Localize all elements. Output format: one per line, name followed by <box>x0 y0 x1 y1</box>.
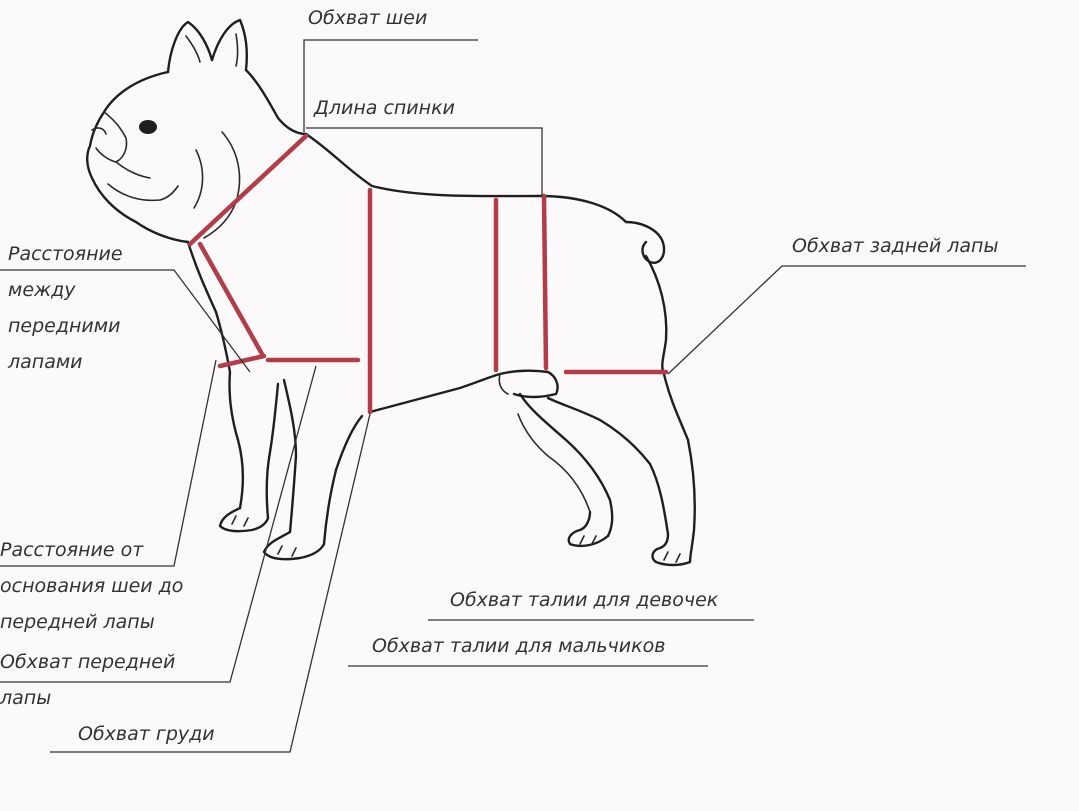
front-leg-leader <box>0 365 317 683</box>
chest-leader <box>50 413 371 753</box>
label-chest-girth: Обхват груди <box>78 723 215 745</box>
label-neck-to-front-leg-1: Расстояние от <box>0 539 144 561</box>
hind-leg-back <box>662 372 696 564</box>
ear-inner <box>185 33 239 67</box>
tail <box>624 220 666 264</box>
toe-marks <box>231 515 681 563</box>
label-back-length: Длина спинки <box>313 97 455 119</box>
back-line <box>304 132 628 224</box>
label-neck-to-front-leg-2: основания шеи до <box>0 575 183 597</box>
label-front-leg-girth-2: лапы <box>0 687 51 709</box>
hind-leg-far <box>518 392 614 538</box>
hind-leg-leader <box>667 265 1026 375</box>
label-between-front-legs-4: лапами <box>7 351 83 373</box>
front-leg-far-back <box>322 414 364 546</box>
neck-wrinkle <box>203 131 241 239</box>
label-waist-boys: Обхват талии для мальчиков <box>372 635 665 657</box>
measurement-lines <box>187 133 669 415</box>
rump <box>644 254 668 376</box>
label-between-front-legs-1: Расстояние <box>8 243 123 265</box>
neck-girth-measure <box>187 133 309 247</box>
hind-paw <box>651 532 692 567</box>
label-front-leg-girth-1: Обхват передней <box>0 651 175 673</box>
front-paw-near <box>218 506 270 533</box>
leader-lines <box>0 39 1026 753</box>
belly <box>368 369 559 414</box>
front-leg-far <box>282 378 298 534</box>
label-neck-girth: Обхват шеи <box>308 7 427 29</box>
right-ear <box>210 18 248 72</box>
between-legs-leader <box>0 269 251 373</box>
eye <box>139 120 157 134</box>
left-ear <box>166 20 214 74</box>
head <box>86 70 190 244</box>
label-neck-to-front-leg-3: передней лапы <box>0 611 155 633</box>
hind-leg-front <box>546 396 670 536</box>
label-hind-leg-girth: Обхват задней лапы <box>792 235 998 257</box>
hind-leg-far-inner <box>517 413 591 513</box>
neck-girth-leader <box>303 39 478 132</box>
flank-crease <box>498 373 509 395</box>
label-waist-girls: Обхват талии для девочек <box>450 589 719 611</box>
back-length-leader <box>306 127 543 196</box>
between-front-legs-measure <box>197 241 265 357</box>
labels: Обхват шеи Длина спинки Обхват задней ла… <box>0 7 998 745</box>
nose <box>91 127 107 135</box>
muzzle <box>95 111 151 179</box>
mouth <box>107 183 179 202</box>
waist-girls-measure <box>541 193 549 371</box>
chest-front <box>186 240 244 510</box>
cheek-wrinkle <box>193 149 204 209</box>
neck-to-leg-leader <box>0 359 217 567</box>
dog-outline <box>86 18 696 567</box>
label-between-front-legs-3: передними <box>8 315 120 337</box>
skull-back <box>244 68 308 136</box>
front-paw-far <box>262 530 326 561</box>
hind-paw-far <box>567 510 610 548</box>
label-between-front-legs-2: между <box>8 279 76 301</box>
front-leg-near-back <box>265 382 280 520</box>
